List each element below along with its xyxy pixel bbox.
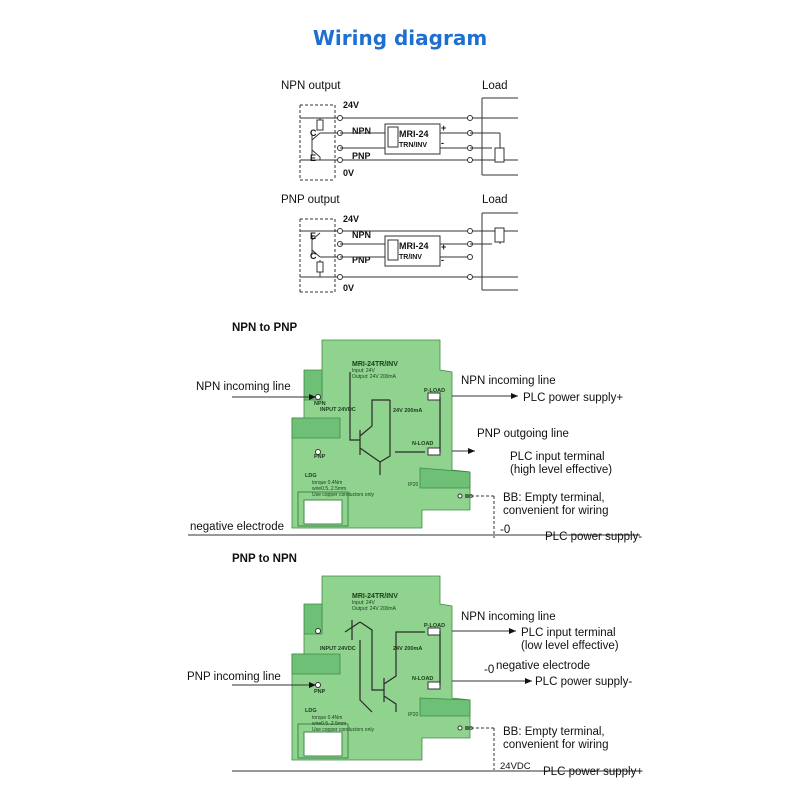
module-1-p-load: P-LOAD bbox=[424, 388, 445, 394]
plc-supply-plus-label-2: PLC power supply+ bbox=[543, 766, 643, 778]
pnp-to-npn-section: PNP to NPN MRI-24TR/INV Input: 24V Outpu… bbox=[187, 553, 643, 778]
module-2-output: Output: 24V 200mA bbox=[352, 606, 397, 612]
npn-incoming-label-2: NPN incoming line bbox=[461, 611, 556, 623]
module-2-ip: IP20 bbox=[408, 712, 419, 718]
module-2-pnp-terminal: PNP bbox=[314, 689, 326, 695]
pnp-output-schematic: PNP output Load E C 24V NPN PNP 0V MRI-2… bbox=[281, 194, 518, 293]
npn-npn-label: NPN bbox=[352, 126, 371, 136]
module-1-ip: IP20 bbox=[408, 482, 419, 488]
module-1-input-voltage: INPUT 24VDC bbox=[320, 407, 356, 413]
npn-minus-sign: - bbox=[441, 138, 444, 148]
module-1-npn-terminal: NPN bbox=[314, 401, 326, 407]
npn-incoming-right-label: NPN incoming line bbox=[461, 375, 556, 387]
pnp-module-line1: MRI-24 bbox=[399, 241, 429, 251]
pnp-module-line2: TR/INV bbox=[399, 254, 422, 261]
npn-module-line2: TRN/INV bbox=[399, 142, 427, 149]
module-1-pnp-terminal: PNP bbox=[314, 454, 326, 460]
pnp-0v-label: 0V bbox=[343, 283, 354, 293]
pnp-to-npn-heading: PNP to NPN bbox=[232, 553, 297, 565]
module-1-torque: torque 0.4Nm bbox=[312, 480, 342, 486]
module-2-p-load: P-LOAD bbox=[424, 623, 445, 629]
module-2-out-rating: 24V 200mA bbox=[393, 646, 422, 652]
relay-module-2: MRI-24TR/INV Input: 24V Output: 24V 200m… bbox=[291, 575, 473, 761]
pnp-output-heading: PNP output bbox=[281, 194, 340, 206]
npn-plus-sign: + bbox=[441, 123, 446, 133]
bb-note-1-line2: convenient for wiring bbox=[503, 505, 608, 517]
module-1-wire: wire0.5..2.5mm bbox=[312, 486, 346, 492]
bb-note-2-line2: convenient for wiring bbox=[503, 739, 608, 751]
pnp-npn-label: NPN bbox=[352, 230, 371, 240]
npn-output-heading: NPN output bbox=[281, 80, 341, 92]
npn-24v-label: 24V bbox=[343, 100, 359, 110]
page-title: Wiring diagram bbox=[312, 26, 488, 50]
plc-input-label-2: (high level effective) bbox=[510, 464, 612, 476]
npn-collector-label: C bbox=[310, 128, 317, 138]
plc-input-low-label-2: (low level effective) bbox=[521, 640, 619, 652]
pnp-outgoing-label: PNP outgoing line bbox=[477, 428, 569, 440]
module-2-brand: LDG bbox=[305, 708, 317, 714]
module-2-n-load: N-LOAD bbox=[412, 676, 433, 682]
module-2-name: MRI-24TR/INV bbox=[352, 593, 398, 600]
npn-emitter-label: E bbox=[310, 153, 316, 163]
pnp-minus-sign: - bbox=[441, 255, 444, 265]
module-2-bb: BB bbox=[465, 726, 473, 732]
npn-output-schematic: NPN output Load C E 24V NPN PNP 0V bbox=[281, 80, 518, 181]
bb-note-2-line1: BB: Empty terminal, bbox=[503, 726, 605, 738]
module-1-brand: LDG bbox=[305, 473, 317, 479]
module-1-n-load: N-LOAD bbox=[412, 441, 433, 447]
plc-supply-minus-label: PLC power supply- bbox=[545, 531, 642, 543]
zero-label-2: -0 bbox=[484, 664, 494, 676]
bb-note-1-line1: BB: Empty terminal, bbox=[503, 492, 605, 504]
module-1-out-rating: 24V 200mA bbox=[393, 408, 422, 414]
npn-0v-label: 0V bbox=[343, 168, 354, 178]
pnp-pnp-label: PNP bbox=[352, 255, 371, 265]
pnp-load-label: Load bbox=[482, 194, 508, 206]
plc-input-label-1: PLC input terminal bbox=[510, 451, 605, 463]
npn-module-line1: MRI-24 bbox=[399, 129, 429, 139]
module-1-input: Input: 24V bbox=[352, 368, 375, 374]
plc-supply-minus-label-2: PLC power supply- bbox=[535, 676, 632, 688]
pnp-24v-label: 24V bbox=[343, 214, 359, 224]
npn-load-label: Load bbox=[482, 80, 508, 92]
module-1-name: MRI-24TR/INV bbox=[352, 361, 398, 368]
plc-supply-plus-label: PLC power supply+ bbox=[523, 392, 623, 404]
module-2-input: Input: 24V bbox=[352, 600, 375, 606]
pnp-incoming-label: PNP incoming line bbox=[187, 671, 281, 683]
npn-incoming-left-label: NPN incoming line bbox=[196, 381, 291, 393]
pnp-plus-sign: + bbox=[441, 242, 446, 252]
zero-label-1: -0 bbox=[500, 524, 510, 536]
vdc-label: 24VDC bbox=[500, 761, 531, 772]
pnp-collector-label: C bbox=[310, 251, 317, 261]
module-2-input-voltage: INPUT 24VDC bbox=[320, 646, 356, 652]
pnp-emitter-label: E bbox=[310, 231, 316, 241]
negative-electrode-label-2: negative electrode bbox=[496, 660, 590, 672]
module-1-bb: BB bbox=[465, 494, 473, 500]
module-1-copper: Use copper conductors only bbox=[312, 492, 374, 498]
negative-electrode-label-1: negative electrode bbox=[190, 521, 284, 533]
npn-to-pnp-section: NPN to PNP MRI-24TR/INV Input: 24V Outpu… bbox=[188, 322, 642, 543]
npn-to-pnp-heading: NPN to PNP bbox=[232, 322, 298, 334]
module-2-wire: wire0.5..2.5mm bbox=[312, 721, 346, 727]
module-2-torque: torque 0.4Nm bbox=[312, 715, 342, 721]
module-1-output: Output: 24V 200mA bbox=[352, 374, 397, 380]
npn-pnp-label: PNP bbox=[352, 151, 371, 161]
relay-module-1: MRI-24TR/INV Input: 24V Output: 24V 200m… bbox=[291, 339, 473, 529]
plc-input-low-label-1: PLC input terminal bbox=[521, 627, 616, 639]
module-2-copper: Use copper conductors only bbox=[312, 727, 374, 733]
